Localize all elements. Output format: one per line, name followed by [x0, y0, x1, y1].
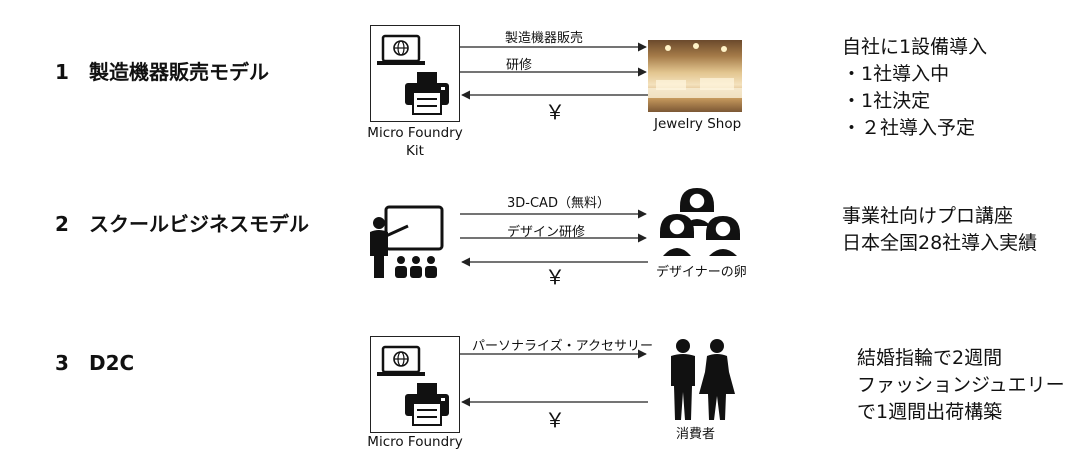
- printer-icon: [405, 383, 449, 426]
- laptop-globe-icon: [377, 345, 425, 376]
- model-3-arrows: [460, 349, 648, 407]
- yen-symbol-1: ￥: [545, 100, 565, 124]
- model-3-notes: 結婚指輪で2週間 ファッションジュエリー で1週間出荷構築: [857, 347, 1065, 423]
- arrow-label-personalized: パーソナライズ・アクセサリー: [472, 339, 653, 354]
- teacher-board-icon: [370, 205, 444, 278]
- yen-symbol-2: ￥: [545, 265, 565, 289]
- micro-foundry-box: [370, 336, 460, 433]
- arrow-label-sales: 製造機器販売: [505, 31, 584, 46]
- arrow-label-cad: 3D-CAD（無料）: [507, 196, 610, 211]
- model-2-arrows: [460, 209, 648, 267]
- provider-label-3: Micro Foundry: [367, 434, 463, 450]
- laptop-globe-icon: [377, 34, 425, 65]
- printer-icon: [405, 72, 449, 115]
- model-2-notes: 事業社向けプロ講座 日本全国28社導入実績: [842, 205, 1038, 254]
- jewelry-shop-photo: [648, 40, 742, 112]
- arrow-label-design-training: デザイン研修: [507, 225, 586, 240]
- customer-label-1: Jewelry Shop: [654, 116, 742, 132]
- model-1-notes: 自社に1設備導入 ・1社導入中 ・1社決定 ・２社導入予定: [842, 36, 988, 139]
- customer-label-2: デザイナーの卵: [656, 265, 747, 280]
- micro-foundry-kit-box: [370, 25, 460, 122]
- arrow-label-training: 研修: [506, 58, 533, 73]
- yen-symbol-3: ￥: [545, 408, 565, 432]
- couple-icon: [671, 339, 735, 420]
- model-1-arrows: [460, 42, 648, 100]
- customer-label-3: 消費者: [676, 427, 716, 442]
- provider-label-1: Micro Foundry Kit: [367, 125, 463, 159]
- designers-group-icon: [660, 188, 740, 256]
